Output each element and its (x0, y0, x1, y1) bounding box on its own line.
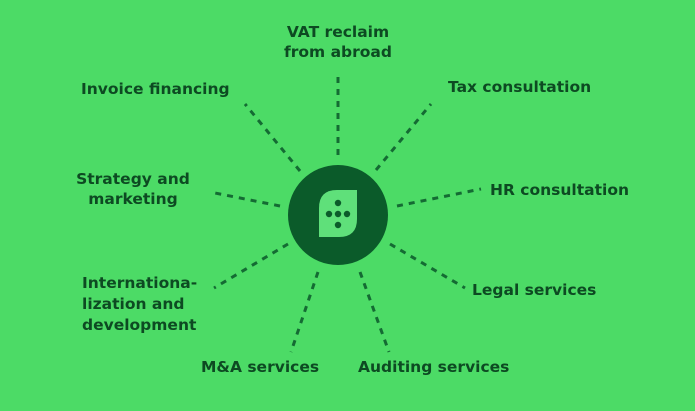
service-label-vat: VAT reclaim from abroad (278, 22, 398, 62)
spoke-legal (389, 242, 466, 290)
spoke-hr (396, 187, 482, 208)
service-label-strategy-line-1: Strategy and (76, 170, 190, 188)
service-label-intl: Internationa- lization and development (82, 273, 197, 336)
service-label-vat-line-1: VAT reclaim (286, 23, 390, 41)
spoke-intl (213, 242, 289, 290)
hub (288, 165, 388, 265)
service-label-auditing-line-1: Auditing services (358, 358, 510, 376)
service-label-legal: Legal services (472, 280, 596, 300)
leaf-dots-logo-icon (319, 190, 357, 237)
service-label-vat-line-2: from abroad (284, 43, 392, 61)
spoke-strategy (209, 190, 281, 208)
spoke-lines (209, 74, 482, 353)
service-label-tax: Tax consultation (448, 77, 591, 97)
service-label-mna: M&A services (201, 357, 319, 377)
service-label-legal-line-1: Legal services (472, 281, 597, 299)
spoke-tax (374, 103, 433, 171)
service-label-strategy-line-2: marketing (88, 190, 178, 208)
service-label-mna-line-1: M&A services (201, 358, 320, 376)
service-label-invoice-line-1: Invoice financing (81, 80, 230, 98)
service-label-strategy: Strategy and marketing (74, 169, 192, 209)
service-label-tax-line-1: Tax consultation (448, 78, 592, 96)
spoke-invoice (243, 103, 302, 172)
spoke-mna (289, 271, 320, 353)
service-label-auditing: Auditing services (358, 357, 509, 377)
service-label-intl-line-1: Internationa- (82, 274, 198, 292)
service-label-invoice: Invoice financing (81, 79, 230, 99)
service-label-hr-line-1: HR consultation (490, 181, 630, 199)
spoke-auditing (358, 271, 391, 353)
service-label-intl-line-3: development (82, 316, 197, 334)
service-label-hr: HR consultation (490, 180, 629, 200)
service-label-intl-line-2: lization and (82, 295, 185, 313)
